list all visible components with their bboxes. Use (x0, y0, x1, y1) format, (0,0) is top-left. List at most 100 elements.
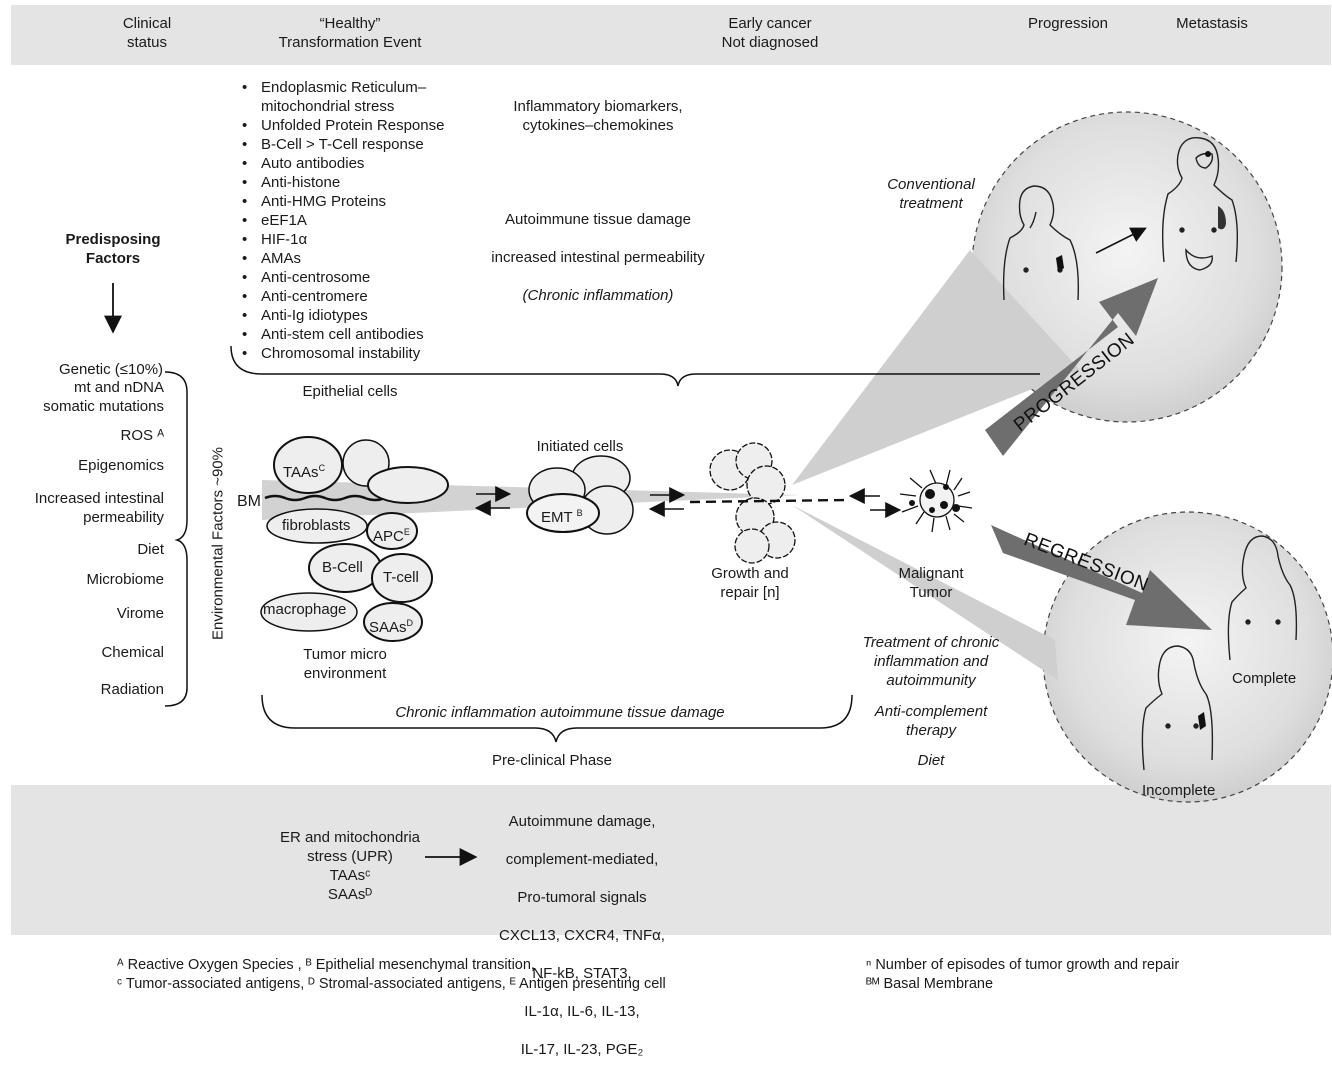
epithelial-cells-label: Epithelial cells (302, 383, 398, 400)
tumor-dot-1 (925, 489, 935, 499)
taas-sup: C (318, 463, 326, 473)
anti-complement-therapy: Anti-complement therapy (874, 703, 988, 739)
header-healthy-transformation: “Healthy” Transformation Event (278, 15, 422, 51)
marker-item: eEF1A (240, 211, 480, 230)
marker-item: Chromosomal instability (240, 344, 480, 363)
tumor-dot-6 (943, 484, 949, 490)
chronic-inflammation-label: Chronic inflammation autoimmune tissue d… (395, 704, 725, 721)
organ-metastasis-mark (1218, 206, 1226, 230)
bottom-band (11, 785, 1331, 935)
header-clinical-status: Clinical status (122, 15, 172, 51)
marker-item: Endoplasmic Reticulum– mitochondrial str… (240, 78, 480, 116)
emt-sup: B (576, 508, 583, 518)
footnote-left-2: ᶜ Tumor-associated antigens, ᴰ Stromal-a… (117, 976, 666, 992)
marker-list: Endoplasmic Reticulum– mitochondrial str… (240, 78, 480, 363)
macrophage-label: macrophage (263, 601, 347, 618)
marker-item: Anti-histone (240, 173, 480, 192)
env-item-virome: Virome (116, 605, 164, 622)
signal-line: NF-kB, STAT3, (532, 965, 632, 982)
macrophage-shape (260, 592, 358, 632)
saas-label: SAAsD (369, 614, 413, 637)
marker-item: B-Cell > T-Cell response (240, 135, 480, 154)
signal-line: IL-1α, IL-6, IL-13, (524, 1003, 640, 1020)
incomplete-regression-label: Incomplete (1142, 782, 1216, 799)
tumor-dot-3 (929, 507, 935, 513)
patient-figure-metastatic (1161, 137, 1239, 271)
metastasis-arrow (1095, 227, 1147, 254)
marker-item: Anti-Ig idiotypes (240, 306, 480, 325)
autoimmune-line-3: (Chronic inflammation) (522, 287, 674, 304)
dashed-path (689, 498, 847, 504)
arrows-tme-initiated (474, 486, 512, 516)
preclinical-phase-label: Pre-clinical Phase (491, 752, 613, 769)
autoimmune-line-2: increased intestinal permeability (491, 249, 705, 266)
env-item-mutations: mt and nDNA somatic mutations (43, 379, 164, 415)
diet-therapy: Diet (917, 752, 945, 769)
regression-wedge (792, 505, 1058, 680)
marker-item: Anti-centrosome (240, 268, 480, 287)
signal-line: complement-mediated, (505, 851, 659, 868)
preclinical-brace (261, 694, 853, 743)
env-brace (164, 371, 188, 707)
marker-item: Anti-centromere (240, 287, 480, 306)
env-item-epigenomics: Epigenomics (78, 457, 164, 474)
header-metastasis: Metastasis (1176, 15, 1248, 32)
footnote-right-1: ⁿ Number of episodes of tumor growth and… (866, 957, 1180, 973)
saas-text: SAAs (369, 619, 407, 636)
footnote-left-1: ᴬ Reactive Oxygen Species , ᴮ Epithelial… (117, 957, 535, 973)
signal-line: IL-17, IL-23, PGE₂ (520, 1041, 644, 1058)
apc-label: APCE (373, 523, 410, 546)
signal-line: Autoimmune damage, (508, 813, 656, 830)
patient-figure-primary (1002, 185, 1080, 301)
marker-item: AMAs (240, 249, 480, 268)
env-item-permeability: Increased intestinal permeability (34, 490, 164, 526)
tumor-micro-environment-label: Tumor micro environment (303, 646, 387, 682)
tcell-label: T-cell (383, 569, 419, 586)
primary-tumor-mark (1056, 255, 1064, 272)
header-progression: Progression (1027, 15, 1109, 32)
taas-cell-shape (273, 436, 343, 494)
emt-cell-shape (526, 493, 600, 533)
initiated-cells-label: Initiated cells (536, 438, 624, 455)
emt-text: EMT (541, 509, 573, 526)
apc-sup: E (403, 527, 410, 537)
er-mitochondria-stress: ER and mitochondria stress (UPR) TAAsᶜ S… (279, 829, 421, 903)
regression-big-arrow (991, 525, 1212, 630)
marker-item: Auto antibodies (240, 154, 480, 173)
taas-cell-label: TAAsC (283, 459, 325, 482)
brain-metastasis-mark (1205, 151, 1211, 157)
marker-brace (230, 345, 1040, 387)
autoimmune-line-1: Autoimmune tissue damage (505, 211, 691, 228)
header-early-cancer: Early cancer Not diagnosed (721, 15, 819, 51)
arrows-initiated-growth (648, 487, 686, 517)
malignant-tumor-label: Malignant Tumor (898, 565, 964, 601)
env-item-radiation: Radiation (100, 681, 164, 698)
arrows-growth-tumor (848, 488, 902, 518)
environmental-factor-list: mt and nDNA somatic mutations ROS ᴬ Epig… (14, 0, 164, 1020)
pro-tumoral-signals: Autoimmune damage, complement-mediated, … (476, 793, 688, 1078)
tumor-dot-4 (909, 500, 915, 506)
saas-sup: D (406, 618, 414, 628)
tumor-dot-2 (940, 501, 948, 509)
autoimmune-tissue-damage: Autoimmune tissue damage increased intes… (468, 191, 728, 324)
marker-item: Anti-HMG Proteins (240, 192, 480, 211)
header-band (11, 5, 1331, 65)
marker-item: HIF-1α (240, 230, 480, 249)
patient-figure-complete (1227, 535, 1298, 661)
bm-label: BM (237, 493, 261, 510)
env-item-microbiome: Microbiome (86, 571, 164, 588)
genetic-factor: Genetic (≤10%) (41, 341, 181, 379)
environmental-factors-label: Environmental Factors ~90% (209, 447, 227, 641)
inflammatory-biomarkers: Inflammatory biomarkers, cytokines–chemo… (513, 98, 683, 134)
fibroblasts-label: fibroblasts (282, 517, 351, 534)
env-item-ros: ROS ᴬ (120, 427, 164, 444)
genetic-text: Genetic (≤10%) (58, 361, 164, 378)
taas-text: TAAs (283, 464, 319, 481)
predisposing-factors: Predisposing Factors (65, 231, 161, 267)
apc-shape (366, 512, 418, 550)
bcell-label: B-Cell (322, 559, 363, 576)
marker-item: Anti-stem cell antibodies (240, 325, 480, 344)
residual-tumor-mark (1198, 712, 1206, 730)
tumor-dot-5 (952, 504, 960, 512)
signal-line: CXCL13, CXCR4, TNFα, (499, 927, 665, 944)
